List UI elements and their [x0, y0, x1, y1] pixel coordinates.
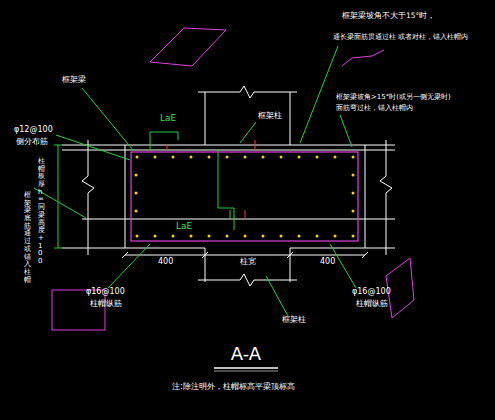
- rebar-dot: [154, 156, 157, 159]
- rebar-dot: [244, 156, 247, 159]
- rebar-dot: [208, 235, 211, 238]
- rebar-dot: [172, 156, 175, 159]
- part-label: 侧分布筋: [16, 138, 48, 147]
- rebar-dot: [352, 235, 355, 238]
- rebar-dot: [244, 235, 247, 238]
- section-mark: [342, 50, 384, 66]
- outline: [62, 86, 395, 371]
- rebar-dot: [226, 156, 229, 159]
- rebar-dot: [172, 235, 175, 238]
- rebar-spec: φ12@100: [14, 126, 53, 135]
- rebar-dot: [154, 235, 157, 238]
- rebar-dot: [334, 235, 337, 238]
- rebar-dot: [262, 156, 265, 159]
- rebar-spec: φ16@100: [86, 288, 125, 297]
- part-label: 框架柱: [258, 112, 282, 121]
- rebar-dot: [136, 156, 139, 159]
- anchor-length: LaE: [176, 222, 192, 232]
- cap-stirrup: [131, 152, 358, 241]
- rebar-dot: [316, 235, 319, 238]
- rebar-dot: [352, 210, 355, 213]
- leaders: [34, 46, 356, 316]
- anchor-length: LaE: [160, 114, 176, 124]
- rebar-dot: [280, 156, 283, 159]
- rebar-dot: [352, 156, 355, 159]
- part-label: 框架梁: [62, 76, 86, 85]
- note-text: 框架梁坡角不大于15°时，: [342, 12, 435, 20]
- part-label: 柱帽纵筋: [356, 300, 388, 309]
- note-text: 框架梁坡角>15°时(或另一侧无梁时): [336, 94, 451, 102]
- caption: 注:除注明外，柱帽标高平梁顶标高: [172, 383, 295, 392]
- rebar-dot: [135, 174, 138, 177]
- rebar-dot: [135, 210, 138, 213]
- section-marks: [52, 28, 414, 330]
- rebar-dot: [352, 174, 355, 177]
- rebar-dot: [316, 156, 319, 159]
- rebar-dot: [262, 235, 265, 238]
- rebar-dots: [135, 156, 355, 238]
- dimension: 400: [320, 258, 335, 267]
- marks: [167, 140, 255, 219]
- dimension: 400: [158, 258, 173, 267]
- rebar-dot: [135, 192, 138, 195]
- section-mark: [150, 28, 226, 66]
- note-text: 面筋弯过柱，锚入柱帽内: [336, 105, 413, 113]
- rebar-dot: [226, 235, 229, 238]
- part-label: 框架柱: [282, 316, 306, 325]
- rebar-dot: [298, 235, 301, 238]
- rebar-dot: [208, 156, 211, 159]
- section-title: A-A: [231, 344, 261, 364]
- dimension: 柱宽: [240, 258, 256, 267]
- rebar-dot: [298, 156, 301, 159]
- note-text: 通长梁面筋贯通过柱 或者对柱，锚入柱帽内: [333, 34, 468, 42]
- rebar-dot: [190, 156, 193, 159]
- rebar-dot: [136, 235, 139, 238]
- rebar-dot: [190, 235, 193, 238]
- part-label: 柱帽纵筋: [90, 300, 122, 309]
- note-text: 框架梁底筋通过或锚入柱帽: [24, 192, 31, 284]
- rebar-dot: [334, 156, 337, 159]
- rebar-dot: [352, 192, 355, 195]
- rebar-dot: [280, 235, 283, 238]
- rebar-spec: φ16@100: [352, 288, 391, 297]
- dimension-text: 柱帽板厚 h=同梁高度+100: [38, 158, 45, 266]
